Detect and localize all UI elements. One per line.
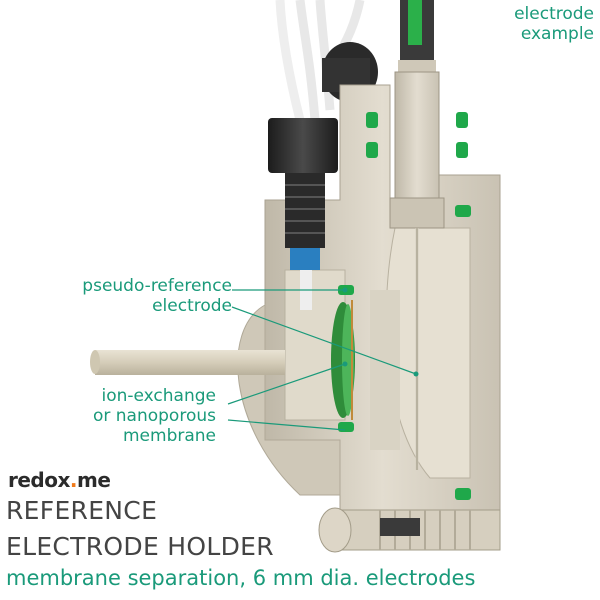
- leader-dots: [342, 287, 419, 377]
- membrane-line-1: ion-exchange: [101, 386, 216, 406]
- brand-name-left: redox: [8, 468, 70, 492]
- membrane-illustration: [331, 300, 355, 420]
- pseudo-reference-line-1: pseudo-reference: [82, 276, 232, 296]
- brand-name-right: me: [77, 468, 111, 492]
- electrode-example-line-1: electrode: [514, 4, 594, 24]
- side-tube: [90, 350, 285, 375]
- membrane-line-2: or nanoporous: [92, 406, 216, 427]
- title-line-2: ELECTRODE HOLDER: [6, 532, 274, 561]
- electrode-example-label: electrode example: [514, 4, 594, 44]
- electrode-example-line-2: example: [520, 24, 594, 45]
- pseudo-reference-label: pseudo-reference electrode: [82, 276, 232, 316]
- membrane-line-3: membrane: [122, 426, 216, 447]
- bottom-screw: [318, 507, 501, 553]
- title-line-1: REFERENCE: [6, 496, 158, 525]
- pseudo-reference-line-2: electrode: [152, 296, 232, 317]
- leader-lines: [227, 289, 417, 431]
- subtitle: membrane separation, 6 mm dia. electrode…: [6, 566, 476, 590]
- membrane-label: ion-exchange or nanoporous membrane: [93, 386, 216, 446]
- brand-dot: .: [69, 468, 78, 492]
- electrode-example-illustration: [389, 0, 445, 470]
- brand-logo: redox.me: [8, 468, 111, 492]
- reference-port-fitting: [268, 0, 338, 310]
